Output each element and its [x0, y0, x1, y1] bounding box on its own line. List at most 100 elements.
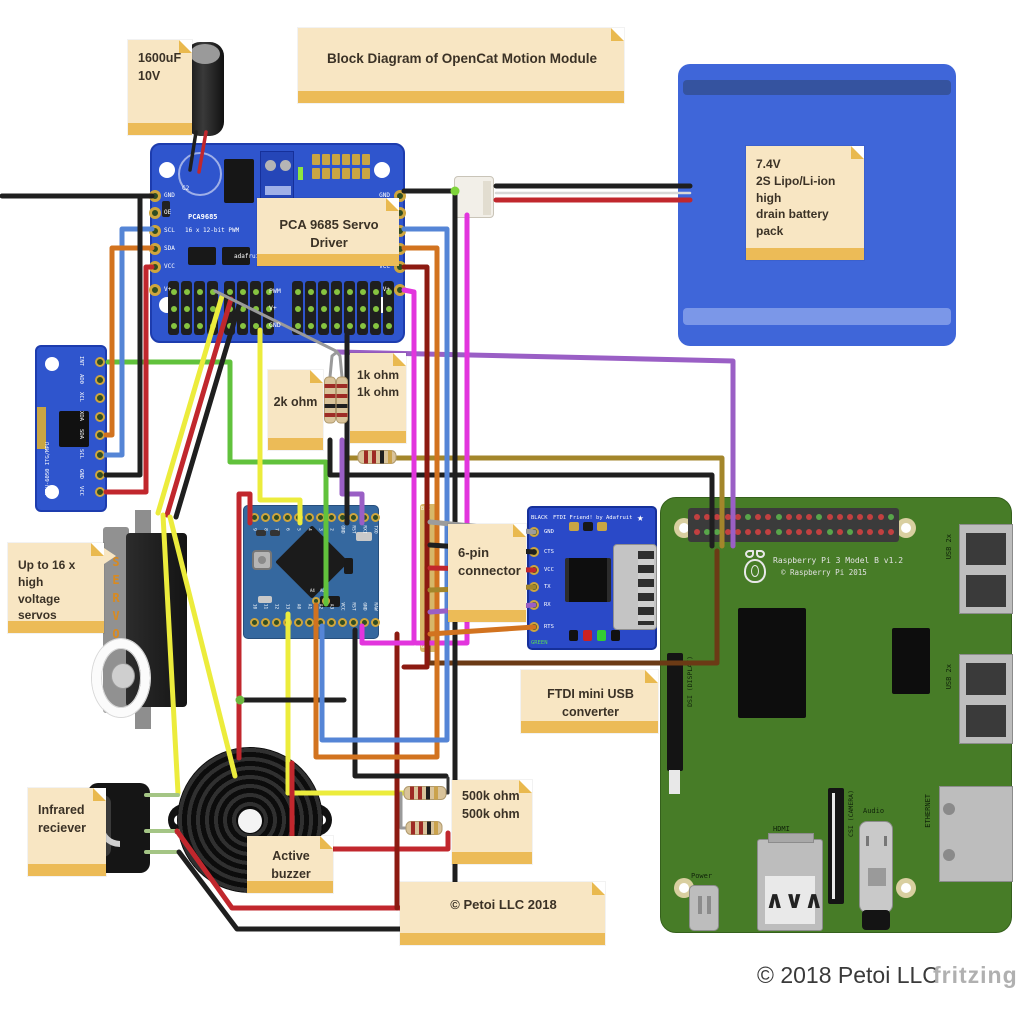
servo-horn — [92, 639, 150, 717]
pca-channel-column — [292, 281, 303, 335]
pin-dot — [183, 289, 190, 295]
pin-dot — [239, 289, 246, 295]
resistor-500k-2 — [405, 821, 443, 835]
wire-mpu-sda-orange — [103, 245, 155, 438]
arduino-top-pin-label: 3 — [317, 528, 323, 531]
mpu-chip — [59, 411, 89, 447]
arduino-top-pin — [327, 513, 336, 522]
buzzer-note: Active buzzer — [247, 836, 333, 893]
pca-left-pin-label: V+ — [164, 286, 172, 293]
arduino-top-pin — [349, 513, 358, 522]
pin-dot — [209, 289, 216, 295]
arduino-top-pin-label: 6 — [284, 528, 290, 531]
regulator-chip — [224, 159, 254, 203]
pin-dot — [209, 306, 216, 312]
header-pin — [424, 564, 432, 572]
gpio-pin — [796, 529, 802, 535]
pin-dot — [307, 289, 314, 295]
arduino-bottom-pin-label: 12 — [273, 603, 279, 610]
arduino-bottom-pin-label: RAW — [372, 602, 378, 611]
gpio-pin — [755, 514, 762, 520]
gpio-pin — [857, 529, 864, 535]
pin-dot — [239, 323, 246, 329]
arduino-top-pin — [272, 513, 281, 522]
gpio-pin — [785, 514, 792, 520]
pca-row-label: V+ — [269, 304, 277, 312]
gpio-pin — [836, 529, 843, 535]
gpio-pin — [867, 514, 874, 520]
mpu-pin-SCL — [95, 450, 105, 460]
lead-gray-r2 — [335, 350, 344, 379]
pi-mount-hole — [896, 518, 916, 538]
battery-top-stripe — [683, 80, 951, 95]
arduino-bottom-pin-label: A1 — [306, 603, 312, 610]
gpio-pin — [785, 529, 792, 535]
lead-500k-gray — [399, 791, 409, 830]
six-pin-header: BLK GRN — [420, 504, 437, 652]
arduino-inner-pin-label: A4 — [310, 588, 315, 593]
mpu-pin-XCL — [95, 393, 105, 403]
smd-pad — [342, 154, 350, 165]
mpu-pin-GND — [95, 470, 105, 480]
pin-dot — [252, 323, 259, 329]
gpio-pin — [867, 529, 874, 535]
gpio-pin — [714, 514, 721, 520]
gpio-pin — [806, 529, 813, 535]
pca-left-pin-label: SDA — [164, 245, 175, 252]
pin-dot — [359, 306, 366, 312]
pin-dot — [294, 306, 301, 312]
gpio-pin — [765, 529, 772, 535]
pin-dot — [226, 306, 233, 312]
fritzing-logo: fritzing — [933, 962, 1018, 988]
pca-channel-column — [318, 281, 329, 335]
arduino-bottom-pin-label: 11 — [262, 603, 268, 610]
ftdi-pin-label: RTS — [544, 624, 554, 630]
pin-dot — [359, 289, 366, 295]
ftdi-note: FTDI mini USB converter — [521, 670, 658, 733]
screw-terminal — [260, 151, 294, 205]
pin-dot — [320, 323, 327, 329]
footer-copyright: © 2018 Petoi LLC — [757, 962, 939, 988]
header-bottom-label: GRN — [421, 644, 431, 650]
lead-gray-r1 — [328, 350, 339, 379]
resistor-2k — [324, 376, 336, 424]
smd-ic — [188, 247, 216, 265]
ftdi-title: FTDI Friend! by Adafruit — [553, 515, 633, 521]
ftdi-pin-label: TX — [544, 584, 551, 590]
pin-dot — [385, 306, 392, 312]
pin-dot — [307, 323, 314, 329]
gpio-pin — [826, 529, 833, 535]
raspberry-logo-icon — [743, 550, 769, 584]
arduino-top-pin-label: 2 — [328, 528, 334, 531]
arduino-top-pin — [371, 513, 380, 522]
header-pin — [424, 541, 432, 549]
smd-ic — [222, 247, 250, 265]
smd-pad — [352, 154, 360, 165]
pin-dot — [196, 323, 203, 329]
arduino-top-pin-label: TXO — [372, 525, 378, 534]
usb-port-1 — [959, 524, 1013, 614]
pin-dot — [196, 306, 203, 312]
arduino-bottom-pin — [371, 618, 380, 627]
pca-left-pin-label: OE — [164, 209, 172, 216]
gpio-pin — [857, 514, 864, 520]
arduino-inner-pin — [322, 597, 330, 605]
arduino-top-pin — [283, 513, 292, 522]
arduino-bottom-pin — [338, 618, 347, 627]
pca-right-pin-label: V+ — [382, 286, 390, 293]
mpu6050-board: MPU-6050 ITG/MPU — [35, 345, 107, 512]
smd-pad — [352, 168, 360, 179]
pca-left-pin-label: GND — [164, 192, 175, 199]
ftdi-black-label: BLACK — [531, 515, 548, 521]
usb-port-2 — [959, 654, 1013, 744]
pin-dot — [333, 306, 340, 312]
mpu-pin-label: SDA — [78, 429, 84, 439]
gpio-pin — [877, 514, 884, 520]
pca-right-pin-label: GND — [379, 192, 390, 199]
arduino-inner-pin-label: A6 — [320, 588, 325, 593]
pi-subtitle: © Raspberry Pi 2015 — [781, 568, 867, 577]
smd-pad — [362, 168, 370, 179]
